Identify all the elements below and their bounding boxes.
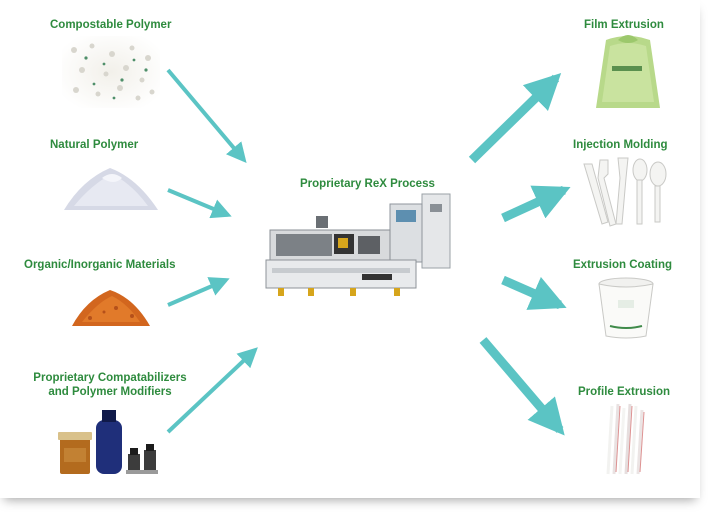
arrow-input-2 bbox=[167, 188, 232, 219]
extrusion-machine-image bbox=[265, 193, 451, 296]
chemical-bottles-image bbox=[58, 410, 158, 474]
input-label-compostable-polymer: Compostable Polymer bbox=[50, 19, 172, 31]
arrow-input-1 bbox=[166, 68, 247, 164]
arrow-output-2 bbox=[501, 185, 571, 223]
input-label-organic-materials: Organic/Inorganic Materials bbox=[24, 259, 176, 271]
output-label-profile-extrusion: Profile Extrusion bbox=[578, 386, 671, 398]
output-label-injection-molding: Injection Molding bbox=[573, 139, 668, 151]
arrow-output-3 bbox=[501, 275, 567, 310]
arrow-input-3 bbox=[167, 277, 230, 307]
arrow-output-4 bbox=[479, 337, 565, 436]
arrow-output-1 bbox=[468, 72, 562, 164]
orange-powder-pile-image bbox=[72, 290, 150, 326]
arrow-input-4 bbox=[166, 347, 258, 434]
white-cutlery-image bbox=[583, 157, 667, 227]
center-label-rex-process: Proprietary ReX Process bbox=[300, 178, 435, 190]
paper-cup-image bbox=[598, 277, 654, 339]
drinking-straws-image bbox=[606, 403, 645, 475]
input-label-natural-polymer: Natural Polymer bbox=[50, 139, 139, 151]
input-label-compatabilizers: Proprietary Compatabilizers and Polymer … bbox=[33, 372, 187, 398]
white-powder-pile-image bbox=[64, 168, 158, 210]
green-compost-bag-image bbox=[596, 35, 660, 108]
output-label-extrusion-coating: Extrusion Coating bbox=[573, 259, 673, 271]
output-label-film-extrusion: Film Extrusion bbox=[584, 19, 664, 31]
white-granules-image bbox=[62, 36, 160, 108]
